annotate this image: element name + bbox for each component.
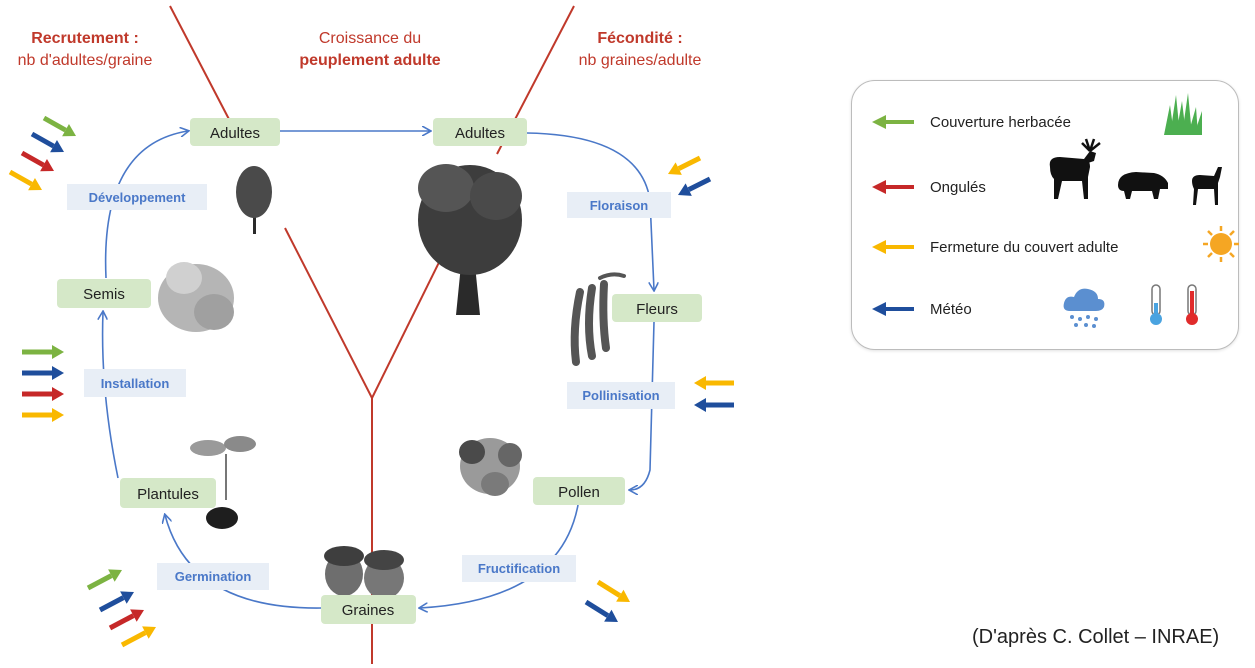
arrow-fermeture-icon bbox=[668, 155, 702, 175]
stage-fleurs-label: Fleurs bbox=[636, 301, 678, 318]
stage-pollen-label: Pollen bbox=[558, 484, 600, 501]
young-tree-image bbox=[236, 166, 272, 234]
legend-row-fermeture: Fermeture du couvert adulte bbox=[872, 232, 1118, 262]
process-floraison: Floraison bbox=[567, 192, 671, 218]
stage-pollen: Pollen bbox=[533, 477, 625, 505]
process-fructification: Fructification bbox=[462, 555, 576, 582]
legend-arrow-yellow-icon bbox=[872, 240, 914, 254]
recrutement-subtitle: nb d'adultes/graine bbox=[17, 52, 153, 69]
stage-plantules-label: Plantules bbox=[137, 486, 199, 503]
arrow-fermeture-icon bbox=[120, 626, 156, 648]
stage-graines-label: Graines bbox=[342, 602, 395, 619]
connector-graines-plantules bbox=[165, 515, 323, 609]
arrow-meteo-icon bbox=[98, 591, 134, 613]
stage-semis: Semis bbox=[57, 279, 151, 308]
acorns-image bbox=[324, 546, 404, 599]
legend-box: Couverture herbacée Ongulés Fermeture du… bbox=[851, 80, 1239, 350]
deer-icon bbox=[1049, 138, 1101, 199]
recrutement-title: Recrutement : bbox=[31, 30, 139, 47]
arrow-fermeture-icon bbox=[596, 579, 630, 602]
arrow-couverture-icon bbox=[42, 115, 76, 137]
boar-icon bbox=[1118, 172, 1168, 199]
legend-couverture-label: Couverture herbacée bbox=[930, 113, 1071, 131]
influence-arrows-germination bbox=[86, 569, 156, 648]
process-germination-label: Germination bbox=[175, 569, 252, 584]
fecondite-header: Fécondité : nb graines/adulte bbox=[555, 28, 725, 72]
stage-adultes-left-label: Adultes bbox=[210, 125, 260, 142]
stage-plantules: Plantules bbox=[120, 478, 216, 508]
legend-ongules-label: Ongulés bbox=[930, 178, 986, 196]
croissance-line1: Croissance du bbox=[318, 30, 422, 47]
legend-row-meteo: Météo bbox=[872, 294, 972, 324]
arrow-ongules-icon bbox=[20, 150, 54, 172]
influence-arrows-floraison bbox=[668, 155, 712, 196]
process-pollinisation: Pollinisation bbox=[567, 382, 675, 409]
fecondite-subtitle: nb graines/adulte bbox=[578, 52, 702, 69]
croissance-header: Croissance du peuplement adulte bbox=[280, 28, 460, 72]
arrow-ongules-icon bbox=[22, 387, 64, 401]
process-developpement-label: Développement bbox=[89, 190, 186, 205]
red-line-mid-left bbox=[284, 227, 373, 399]
hot-thermometer-icon bbox=[1186, 284, 1198, 325]
influence-arrows-installation bbox=[22, 345, 64, 422]
arrow-fermeture-icon bbox=[22, 408, 64, 422]
fecondite-title: Fécondité : bbox=[597, 30, 683, 47]
red-line-top-left bbox=[169, 5, 233, 126]
legend-arrow-red-icon bbox=[872, 180, 914, 194]
cycle-connectors bbox=[103, 131, 654, 608]
arrow-fermeture-icon bbox=[8, 169, 42, 191]
grass-icon bbox=[1164, 93, 1202, 135]
process-installation: Installation bbox=[84, 369, 186, 397]
stage-adultes-right-label: Adultes bbox=[455, 125, 505, 142]
stage-semis-label: Semis bbox=[83, 286, 125, 303]
croissance-line2: peuplement adulte bbox=[299, 52, 441, 69]
catkins-image bbox=[570, 272, 626, 366]
influence-arrows-fructification bbox=[584, 579, 630, 622]
legend-meteo-label: Météo bbox=[930, 300, 972, 318]
stage-graines: Graines bbox=[321, 595, 416, 624]
mature-tree-image bbox=[418, 164, 522, 315]
arrow-ongules-icon bbox=[108, 609, 144, 631]
influence-arrows-pollinisation bbox=[694, 376, 734, 412]
legend-arrow-green-icon bbox=[872, 115, 914, 129]
sun-icon bbox=[1203, 226, 1239, 262]
cold-thermometer-icon bbox=[1150, 284, 1162, 325]
arrow-meteo-icon bbox=[694, 398, 734, 412]
influence-arrows-developpement bbox=[8, 115, 76, 191]
arrow-meteo-icon bbox=[678, 176, 712, 196]
arrow-meteo-icon bbox=[30, 131, 64, 153]
roe-deer-icon bbox=[1192, 167, 1222, 205]
legend-arrow-blue-icon bbox=[872, 302, 914, 316]
legend-fermeture-label: Fermeture du couvert adulte bbox=[930, 238, 1119, 256]
flower-cluster-image bbox=[459, 438, 522, 496]
stage-fleurs: Fleurs bbox=[612, 294, 702, 322]
stage-adultes-left: Adultes bbox=[190, 118, 280, 146]
legend-row-couverture: Couverture herbacée bbox=[872, 107, 1071, 137]
process-germination: Germination bbox=[157, 563, 269, 590]
germinating-seed-image bbox=[190, 436, 256, 529]
recrutement-header: Recrutement : nb d'adultes/graine bbox=[5, 28, 165, 72]
arrow-meteo-icon bbox=[584, 599, 618, 622]
seedling-leaves-image bbox=[158, 262, 234, 332]
connector-fleurs-pollen bbox=[630, 321, 655, 490]
process-fructification-label: Fructification bbox=[478, 561, 560, 576]
arrow-couverture-icon bbox=[86, 569, 122, 591]
arrow-meteo-icon bbox=[22, 366, 64, 380]
process-floraison-label: Floraison bbox=[590, 198, 649, 213]
arrow-fermeture-icon bbox=[694, 376, 734, 390]
process-installation-label: Installation bbox=[101, 376, 170, 391]
credit-text: (D'après C. Collet – INRAE) bbox=[972, 626, 1220, 648]
influence-arrows bbox=[8, 115, 734, 648]
legend-row-ongules: Ongulés bbox=[872, 172, 986, 202]
process-pollinisation-label: Pollinisation bbox=[582, 388, 659, 403]
arrow-couverture-icon bbox=[22, 345, 64, 359]
process-developpement: Développement bbox=[67, 184, 207, 210]
connector-semis-adultes bbox=[104, 131, 188, 279]
stage-adultes-right: Adultes bbox=[433, 118, 527, 146]
rain-cloud-icon bbox=[1063, 288, 1105, 328]
